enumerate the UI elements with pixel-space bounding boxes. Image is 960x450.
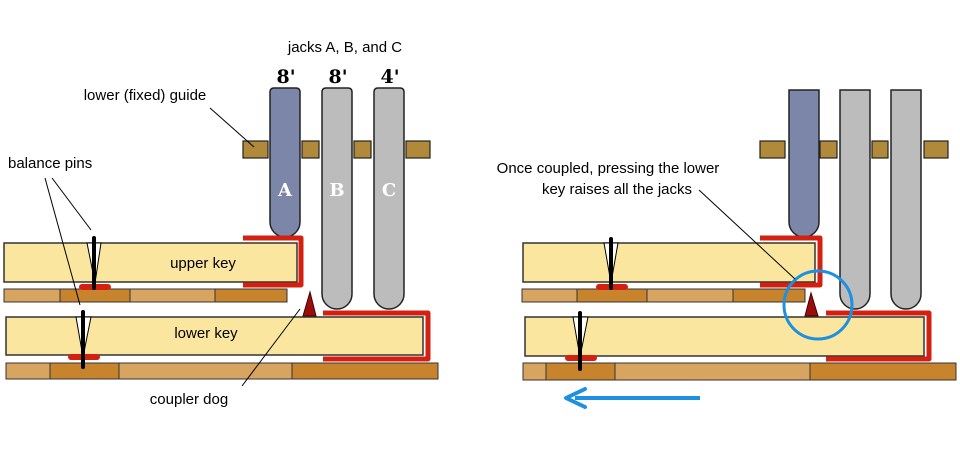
highlight-circle (782, 269, 854, 341)
upper-key-label: upper key (170, 255, 236, 272)
jack-c-raised (890, 89, 922, 310)
lower-guide (242, 140, 431, 159)
caption-line-1: Once coupled, pressing the lower (497, 160, 720, 177)
pitch-label-c: 4' (380, 66, 399, 88)
lower-key-leather-right (826, 310, 932, 362)
lower-rail-right (522, 362, 957, 381)
balance-pin-leader-lower (44, 177, 81, 306)
jacks-label: jacks A, B, and C (287, 39, 402, 56)
upper-key (3, 242, 298, 283)
jack-letter-a: A (277, 180, 293, 201)
upper-rail (3, 288, 288, 303)
coupler-dog-right (804, 291, 819, 317)
caption-leader-line (698, 189, 796, 280)
balance-pins-label: balance pins (8, 155, 92, 172)
balance-pin-leader-upper (51, 177, 92, 231)
movement-arrow-icon (564, 387, 700, 409)
guide-leader-line (209, 107, 255, 148)
coupler-dog-leader-line (241, 308, 301, 387)
lower-rail (5, 362, 439, 380)
lower-key (5, 316, 424, 356)
jack-a-raised (788, 89, 820, 238)
jack-letter-b: B (329, 180, 344, 201)
lower-guide-right (759, 140, 949, 159)
coupler-dog-label: coupler dog (150, 391, 228, 408)
upper-key-leather (243, 235, 304, 288)
pitch-label-a: 8' (276, 66, 295, 88)
left-panel: jacks A, B, and C 8' 8' 4' A B C lower (… (3, 39, 439, 408)
jack-a (269, 87, 301, 238)
guide-label: lower (fixed) guide (84, 87, 207, 104)
jack-b-raised (839, 89, 871, 310)
jack-b (321, 87, 353, 310)
lower-key-right (524, 316, 925, 357)
pitch-label-b: 8' (328, 66, 347, 88)
right-panel: Once coupled, pressing the lower key rai… (497, 89, 957, 409)
jack-letter-c: C (382, 180, 396, 201)
coupler-dog (302, 290, 317, 317)
upper-rail-right (521, 288, 806, 303)
jack-c (373, 87, 405, 310)
caption-line-2: key raises all the jacks (542, 181, 692, 198)
lower-key-label: lower key (174, 325, 238, 342)
upper-key-right (522, 242, 816, 283)
lower-key-leather (323, 310, 431, 362)
